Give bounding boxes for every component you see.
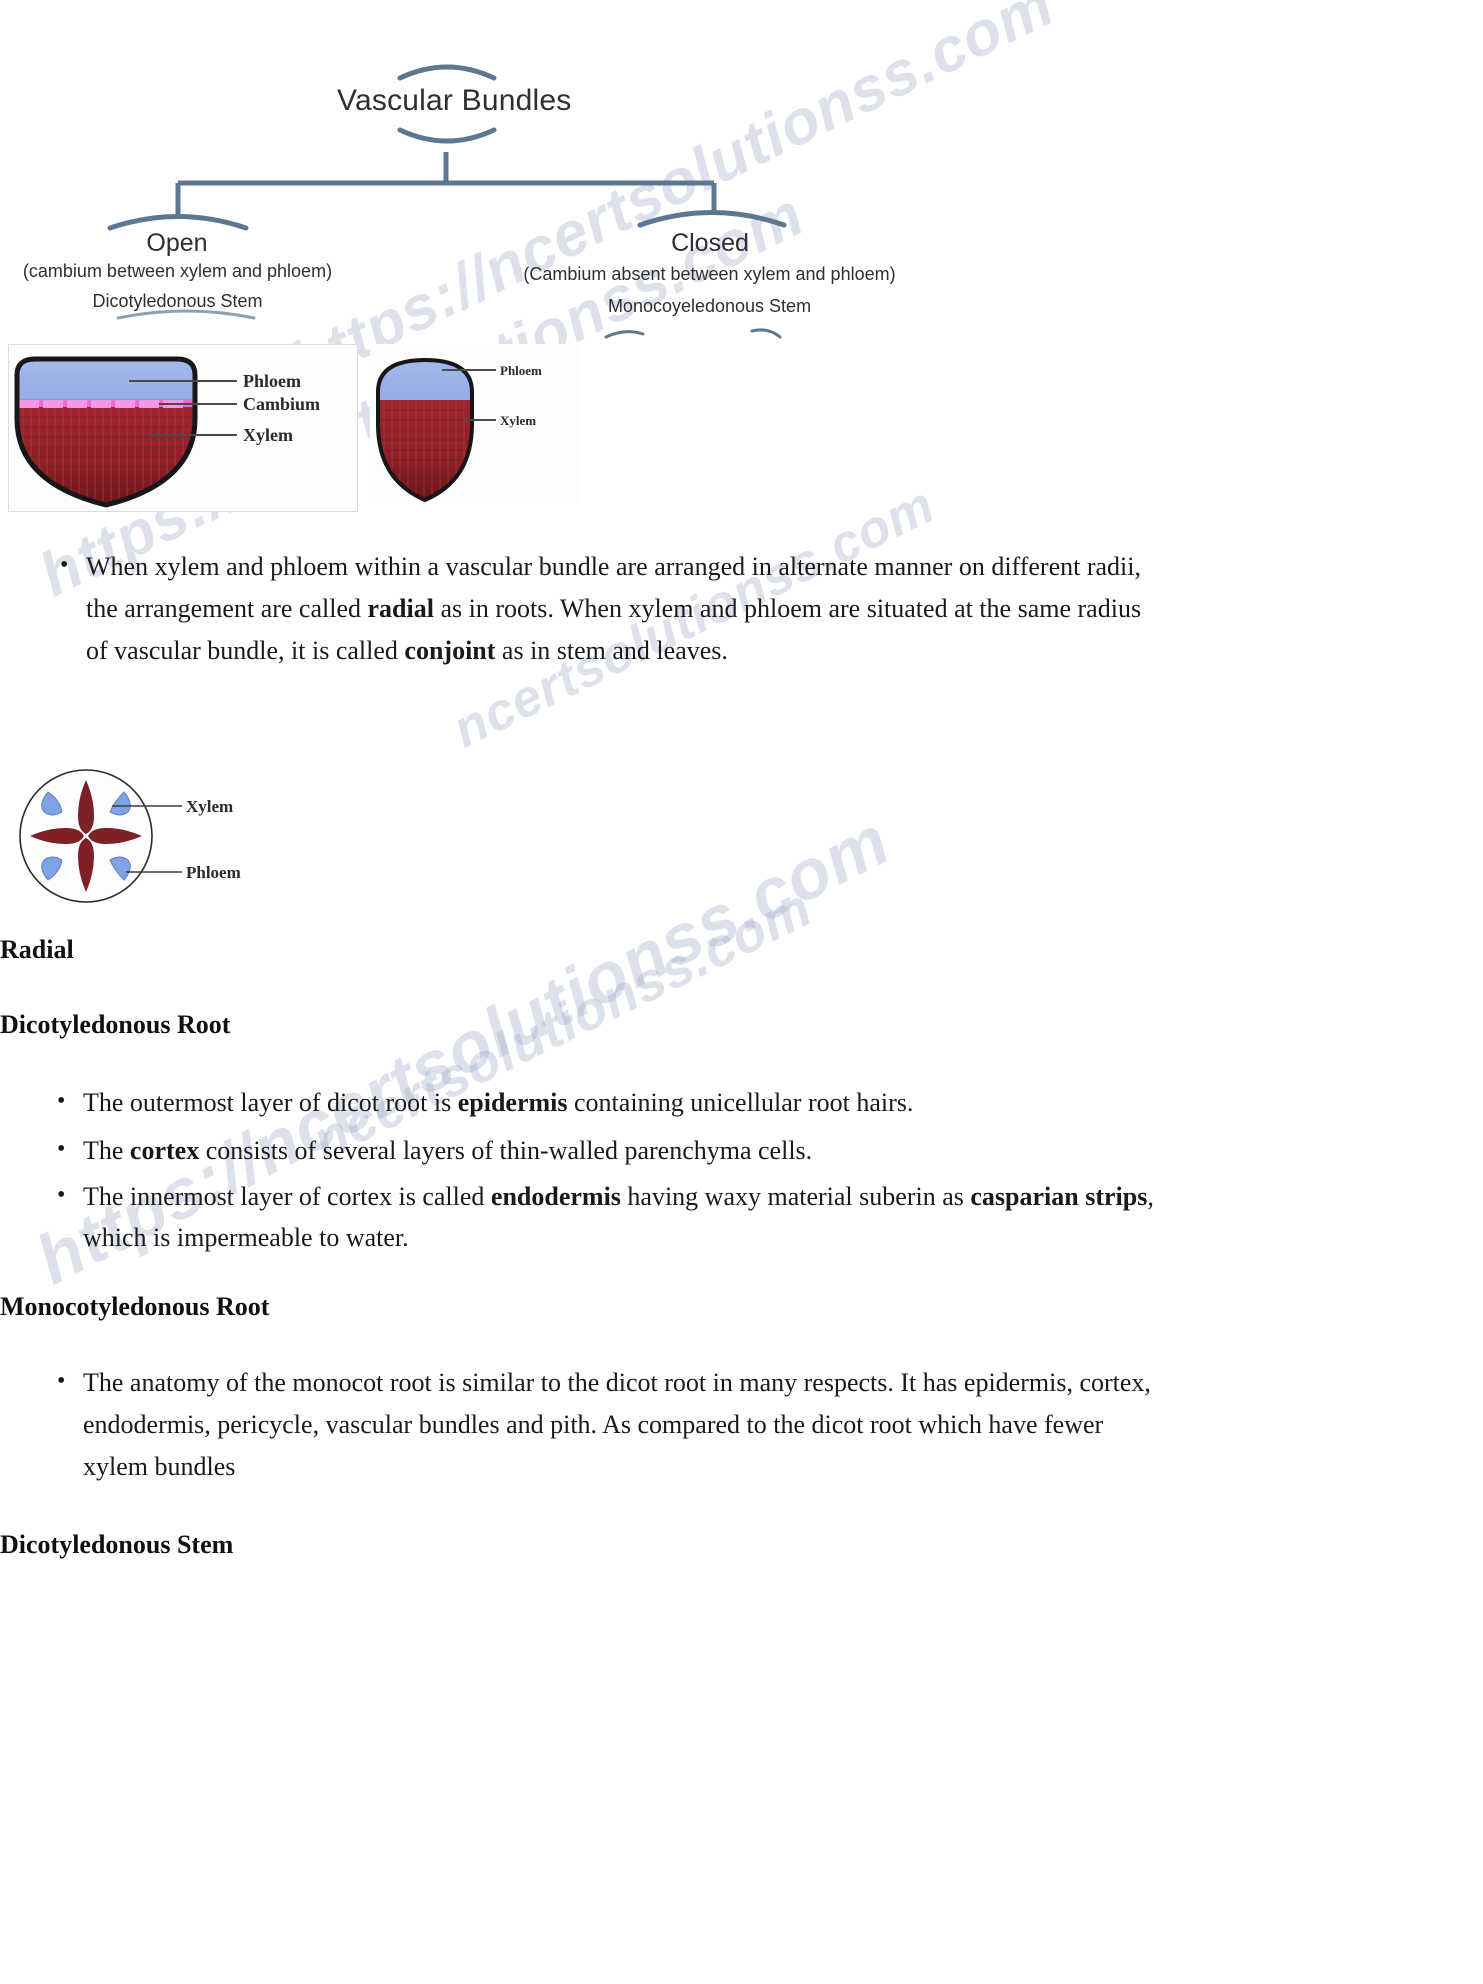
bullet-marker: • [57, 1182, 66, 1208]
tree-connector-lines [107, 64, 787, 339]
text-part: The outermost layer of dicot root is [83, 1088, 458, 1117]
text-part: consists of several layers of thin-walle… [199, 1136, 813, 1165]
text-part: The innermost layer of cortex is called [83, 1182, 491, 1211]
text-bold: conjoint [404, 636, 496, 666]
tree-branch-closed-subtitle: (Cambium absent between xylem and phloem… [523, 264, 896, 284]
dicot-bundle-drawing: Phloem Cambium Xylem [14, 356, 320, 508]
tree-branch-closed-subtitle2: Monocoyeledonous Stem [607, 296, 812, 316]
tree-branch-open-label: Open [146, 229, 208, 257]
tree-branch-open-subtitle2: Dicotyledonous Stem [92, 291, 263, 311]
label-xylem: Xylem [500, 413, 536, 428]
watermark: ncertsolutionss.com [303, 877, 822, 1172]
tree-branch-closed-label: Closed [671, 229, 749, 257]
bullet-marker: • [60, 552, 69, 578]
heading-dicotyledonous-stem: Dicotyledonous Stem [0, 1530, 234, 1559]
label-xylem: Xylem [243, 425, 293, 445]
text-part: The [83, 1136, 130, 1165]
label-phloem: Phloem [186, 863, 241, 882]
bullet-text: The anatomy of the monocot root is simil… [83, 1368, 1151, 1482]
text-part: as in roots. When xylem and phloem are s… [86, 594, 1142, 666]
label-phloem: Phloem [243, 371, 301, 391]
text-bold: epidermis [457, 1088, 568, 1117]
monocot-bundle-drawing: Phloem Xylem [376, 357, 542, 503]
text-part: , which is impermeable to water. [83, 1182, 1154, 1253]
label-xylem: Xylem [186, 797, 233, 816]
bullet-vascular-arrangement: • When xylem and phloem within a vascula… [60, 546, 1165, 672]
figure-monocot-stem-vascular-bundle: Phloem Xylem [370, 344, 580, 504]
vascular-bundles-tree-diagram: Vascular Bundles Open (cambium between x… [0, 0, 1180, 350]
bullet-marker: • [57, 1136, 66, 1162]
bullet-text: The outermost layer of dicot root is epi… [83, 1082, 913, 1123]
bullet-epidermis: • The outermost layer of dicot root is e… [57, 1082, 1167, 1123]
text-bold: radial [367, 594, 434, 624]
text-bold: cortex [129, 1136, 200, 1165]
bullet-text: The innermost layer of cortex is called … [83, 1176, 1167, 1258]
bullet-marker: • [57, 1088, 66, 1114]
text-bold: endodermis [490, 1182, 621, 1211]
text-part: When xylem and phloem within a vascular … [86, 552, 1141, 624]
text-part: having waxy material suberin as [620, 1182, 971, 1211]
bullet-cortex: • The cortex consists of several layers … [57, 1130, 1167, 1171]
heading-radial: Radial [0, 935, 74, 964]
figure-radial-root-cross-section: Xylem Phloem [14, 764, 279, 909]
tree-branch-open-subtitle: (cambium between xylem and phloem) [22, 261, 333, 281]
tree-root-label: Vascular Bundles [337, 84, 572, 117]
bullet-monocot-anatomy: • The anatomy of the monocot root is sim… [57, 1362, 1167, 1488]
bullet-endodermis: • The innermost layer of cortex is calle… [57, 1176, 1167, 1258]
label-cambium: Cambium [243, 394, 320, 414]
text-bold: casparian strips [970, 1182, 1148, 1211]
label-phloem: Phloem [500, 363, 542, 378]
radial-root-drawing: Xylem Phloem [19, 769, 241, 903]
text-part: containing unicellular root hairs. [567, 1088, 914, 1117]
bullet-text: When xylem and phloem within a vascular … [86, 546, 1165, 672]
figure-dicot-stem-vascular-bundle: Phloem Cambium Xylem [8, 344, 358, 512]
bullet-text: The cortex consists of several layers of… [83, 1130, 812, 1171]
text-part: as in stem and leaves. [495, 636, 728, 666]
heading-dicotyledonous-root: Dicotyledonous Root [0, 1010, 231, 1039]
bullet-marker: • [57, 1368, 66, 1394]
heading-monocotyledonous-root: Monocotyledonous Root [0, 1292, 270, 1321]
